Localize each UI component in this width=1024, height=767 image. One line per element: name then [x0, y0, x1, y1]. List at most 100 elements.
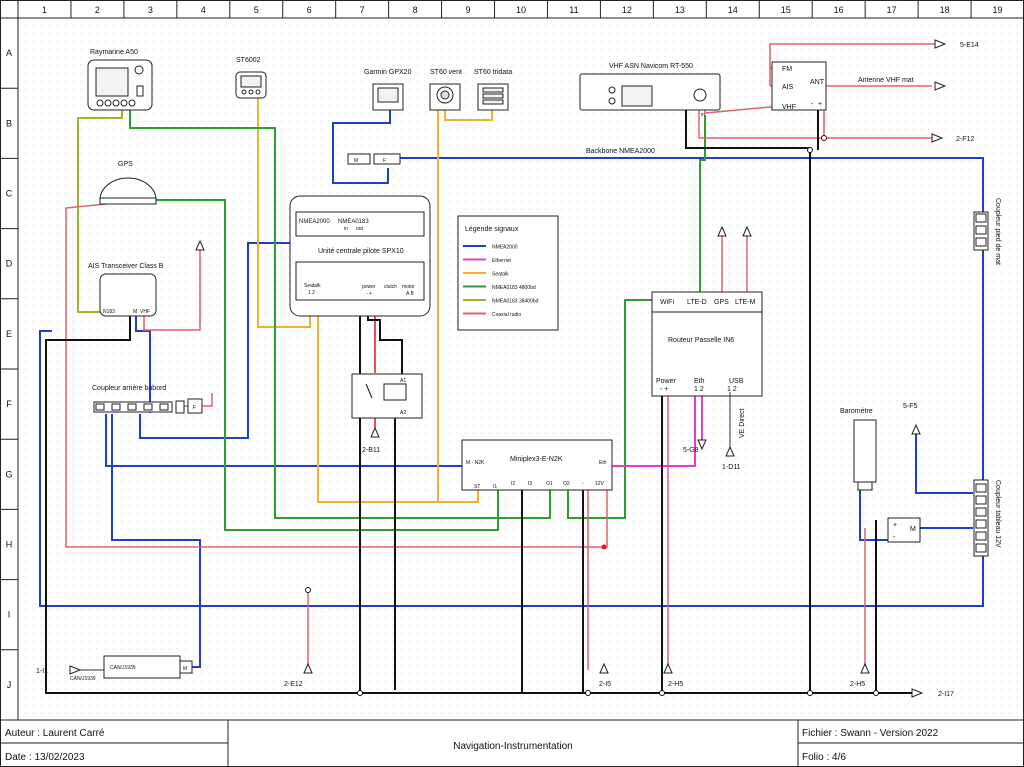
row-header: B [6, 118, 12, 128]
row-header: F [6, 399, 12, 409]
ref-2h5a: 2-H5 [668, 681, 683, 688]
column-header: 2 [95, 5, 100, 15]
gps-coax-wire [65, 201, 608, 548]
svg-text:1 2: 1 2 [694, 386, 704, 393]
column-header: 6 [307, 5, 312, 15]
garmin-gpx20: Garmin GPX20 [364, 69, 412, 111]
coupleur-pied-label: Coupleur pied de mat [994, 198, 1001, 265]
router-label: Routeur Passelle IN6 [668, 337, 734, 344]
st60-tridata: ST60 tridata [474, 69, 512, 111]
column-header: 14 [728, 5, 738, 15]
svg-text:I2: I2 [511, 481, 515, 487]
svg-text:O1: O1 [546, 481, 553, 487]
legend-item-label: Seatalk [492, 272, 509, 278]
splitter-minus: - [811, 101, 814, 108]
svg-text:Eth: Eth [694, 378, 705, 385]
gps-antenna: GPS [99, 161, 157, 205]
title-block: Auteur : Laurent Carré Date : 13/02/2023… [0, 720, 1024, 767]
power-meter: + M - [887, 517, 921, 543]
svg-text:I3: I3 [528, 481, 532, 487]
st6002-unit: ST6002 [235, 57, 267, 99]
gps-0183-wire [130, 199, 499, 531]
ref-2e12: 2-E12 [284, 681, 303, 688]
svg-text:- +: - + [366, 291, 372, 297]
row-header: H [6, 540, 13, 550]
column-header: 1 [42, 5, 47, 15]
ref-5e14: 5-E14 [960, 42, 979, 49]
svg-text:M: M [133, 309, 137, 315]
author-label: Auteur : Laurent Carré [5, 728, 105, 739]
backbone-label: Backbone NMEA2000 [586, 148, 655, 155]
ve-direct-label: VE Direct [739, 408, 746, 438]
splitter-5e14-wire [769, 43, 935, 86]
svg-text:Seatalk: Seatalk [304, 283, 321, 289]
garmin-tee-wire [332, 160, 389, 184]
ref-2f12: 2-F12 [956, 136, 974, 143]
svg-text:out: out [356, 226, 364, 232]
signal-legend: Légende signaux NMEA2000EthernetSeatalkN… [457, 215, 559, 331]
svg-text:M: M [354, 158, 358, 164]
can-ext-label: CAN/J1939 [70, 676, 96, 682]
drawing-title: Navigation-Instrumentation [453, 741, 573, 752]
svg-text:VHF: VHF [140, 309, 150, 315]
column-header: 12 [622, 5, 632, 15]
pilot-nmea0183-label: NMEA0183 [338, 219, 369, 225]
garmin-label: Garmin GPX20 [364, 69, 412, 76]
svg-text:F: F [193, 405, 196, 411]
row-header: C [6, 189, 13, 199]
st60tri-label: ST60 tridata [474, 69, 512, 76]
row-header: G [5, 469, 12, 479]
can-j1939-adapter: CAN/J1939 M CAN/J1939 [70, 655, 193, 682]
relay: A1 A2 [351, 373, 423, 419]
svg-text:I1: I1 [493, 484, 497, 490]
can-n2k-wire [111, 414, 201, 668]
pilot-label: Unité centrale pilote SPX10 [318, 248, 404, 255]
svg-text:M: M [183, 666, 187, 672]
column-header: 5 [254, 5, 259, 15]
splitter-plus: + [818, 101, 822, 108]
router-lted-terminal [717, 225, 727, 237]
svg-text:-: - [582, 481, 584, 487]
st6002-label: ST6002 [236, 57, 261, 64]
row-header: A [6, 48, 12, 58]
svg-text:1 2: 1 2 [308, 290, 315, 296]
svg-text:USB: USB [729, 378, 744, 385]
ref-2i17: 2-I17 [938, 691, 954, 698]
svg-text:A1: A1 [400, 378, 406, 384]
splitter-ais-label: AIS [782, 84, 794, 91]
raymarine-a50: Raymarine A50 [87, 49, 153, 111]
coupleur-pied-de-mat: Coupleur pied de mat [973, 198, 1001, 265]
svg-text:A2: A2 [400, 410, 406, 416]
miniplex3-e-n2k: Miniplex3-E-N2K M - N2K Eth ST I1 I2 I3 … [461, 439, 613, 491]
pilot-spx10: NMEA2000 NMEA0183 in out Unité centrale … [289, 195, 431, 317]
svg-text:1 2: 1 2 [727, 386, 737, 393]
column-header: 4 [201, 5, 206, 15]
a50-0183-wire [129, 110, 551, 519]
ref-5f5: 5-F5 [903, 403, 918, 410]
legend-item-label: Ethernet [492, 258, 512, 264]
svg-text:N183: N183 [103, 309, 115, 315]
ais-vhf-terminal [195, 239, 205, 251]
miniplex-eth-wire [612, 392, 696, 467]
ais-label: AIS Transceiver Class B [88, 263, 164, 270]
legend-item-label: NMEA2000 [492, 245, 518, 251]
cross-references: 5-E14 2-F12 2-B11 5-G8 1-D11 5-F5 1-I1 2… [36, 39, 979, 698]
svg-text:M: M [910, 526, 916, 533]
column-header: 15 [781, 5, 791, 15]
5f5-n2k-wire [915, 428, 973, 494]
svg-text:+: + [893, 522, 897, 529]
svg-text:ST: ST [474, 484, 480, 490]
legend-title: Légende signaux [465, 226, 519, 233]
baro-n2k-wire [859, 488, 890, 541]
row-header: E [6, 329, 12, 339]
nmea2000-backbone-wire [39, 157, 984, 607]
garmin-tee-connector: M F [347, 153, 401, 165]
column-header: 11 [569, 5, 578, 15]
st60-link-wire [444, 110, 493, 121]
row-header: D [6, 259, 13, 269]
svg-text:motor: motor [402, 284, 415, 290]
column-header: 13 [675, 5, 685, 15]
row-header: I [8, 610, 11, 620]
